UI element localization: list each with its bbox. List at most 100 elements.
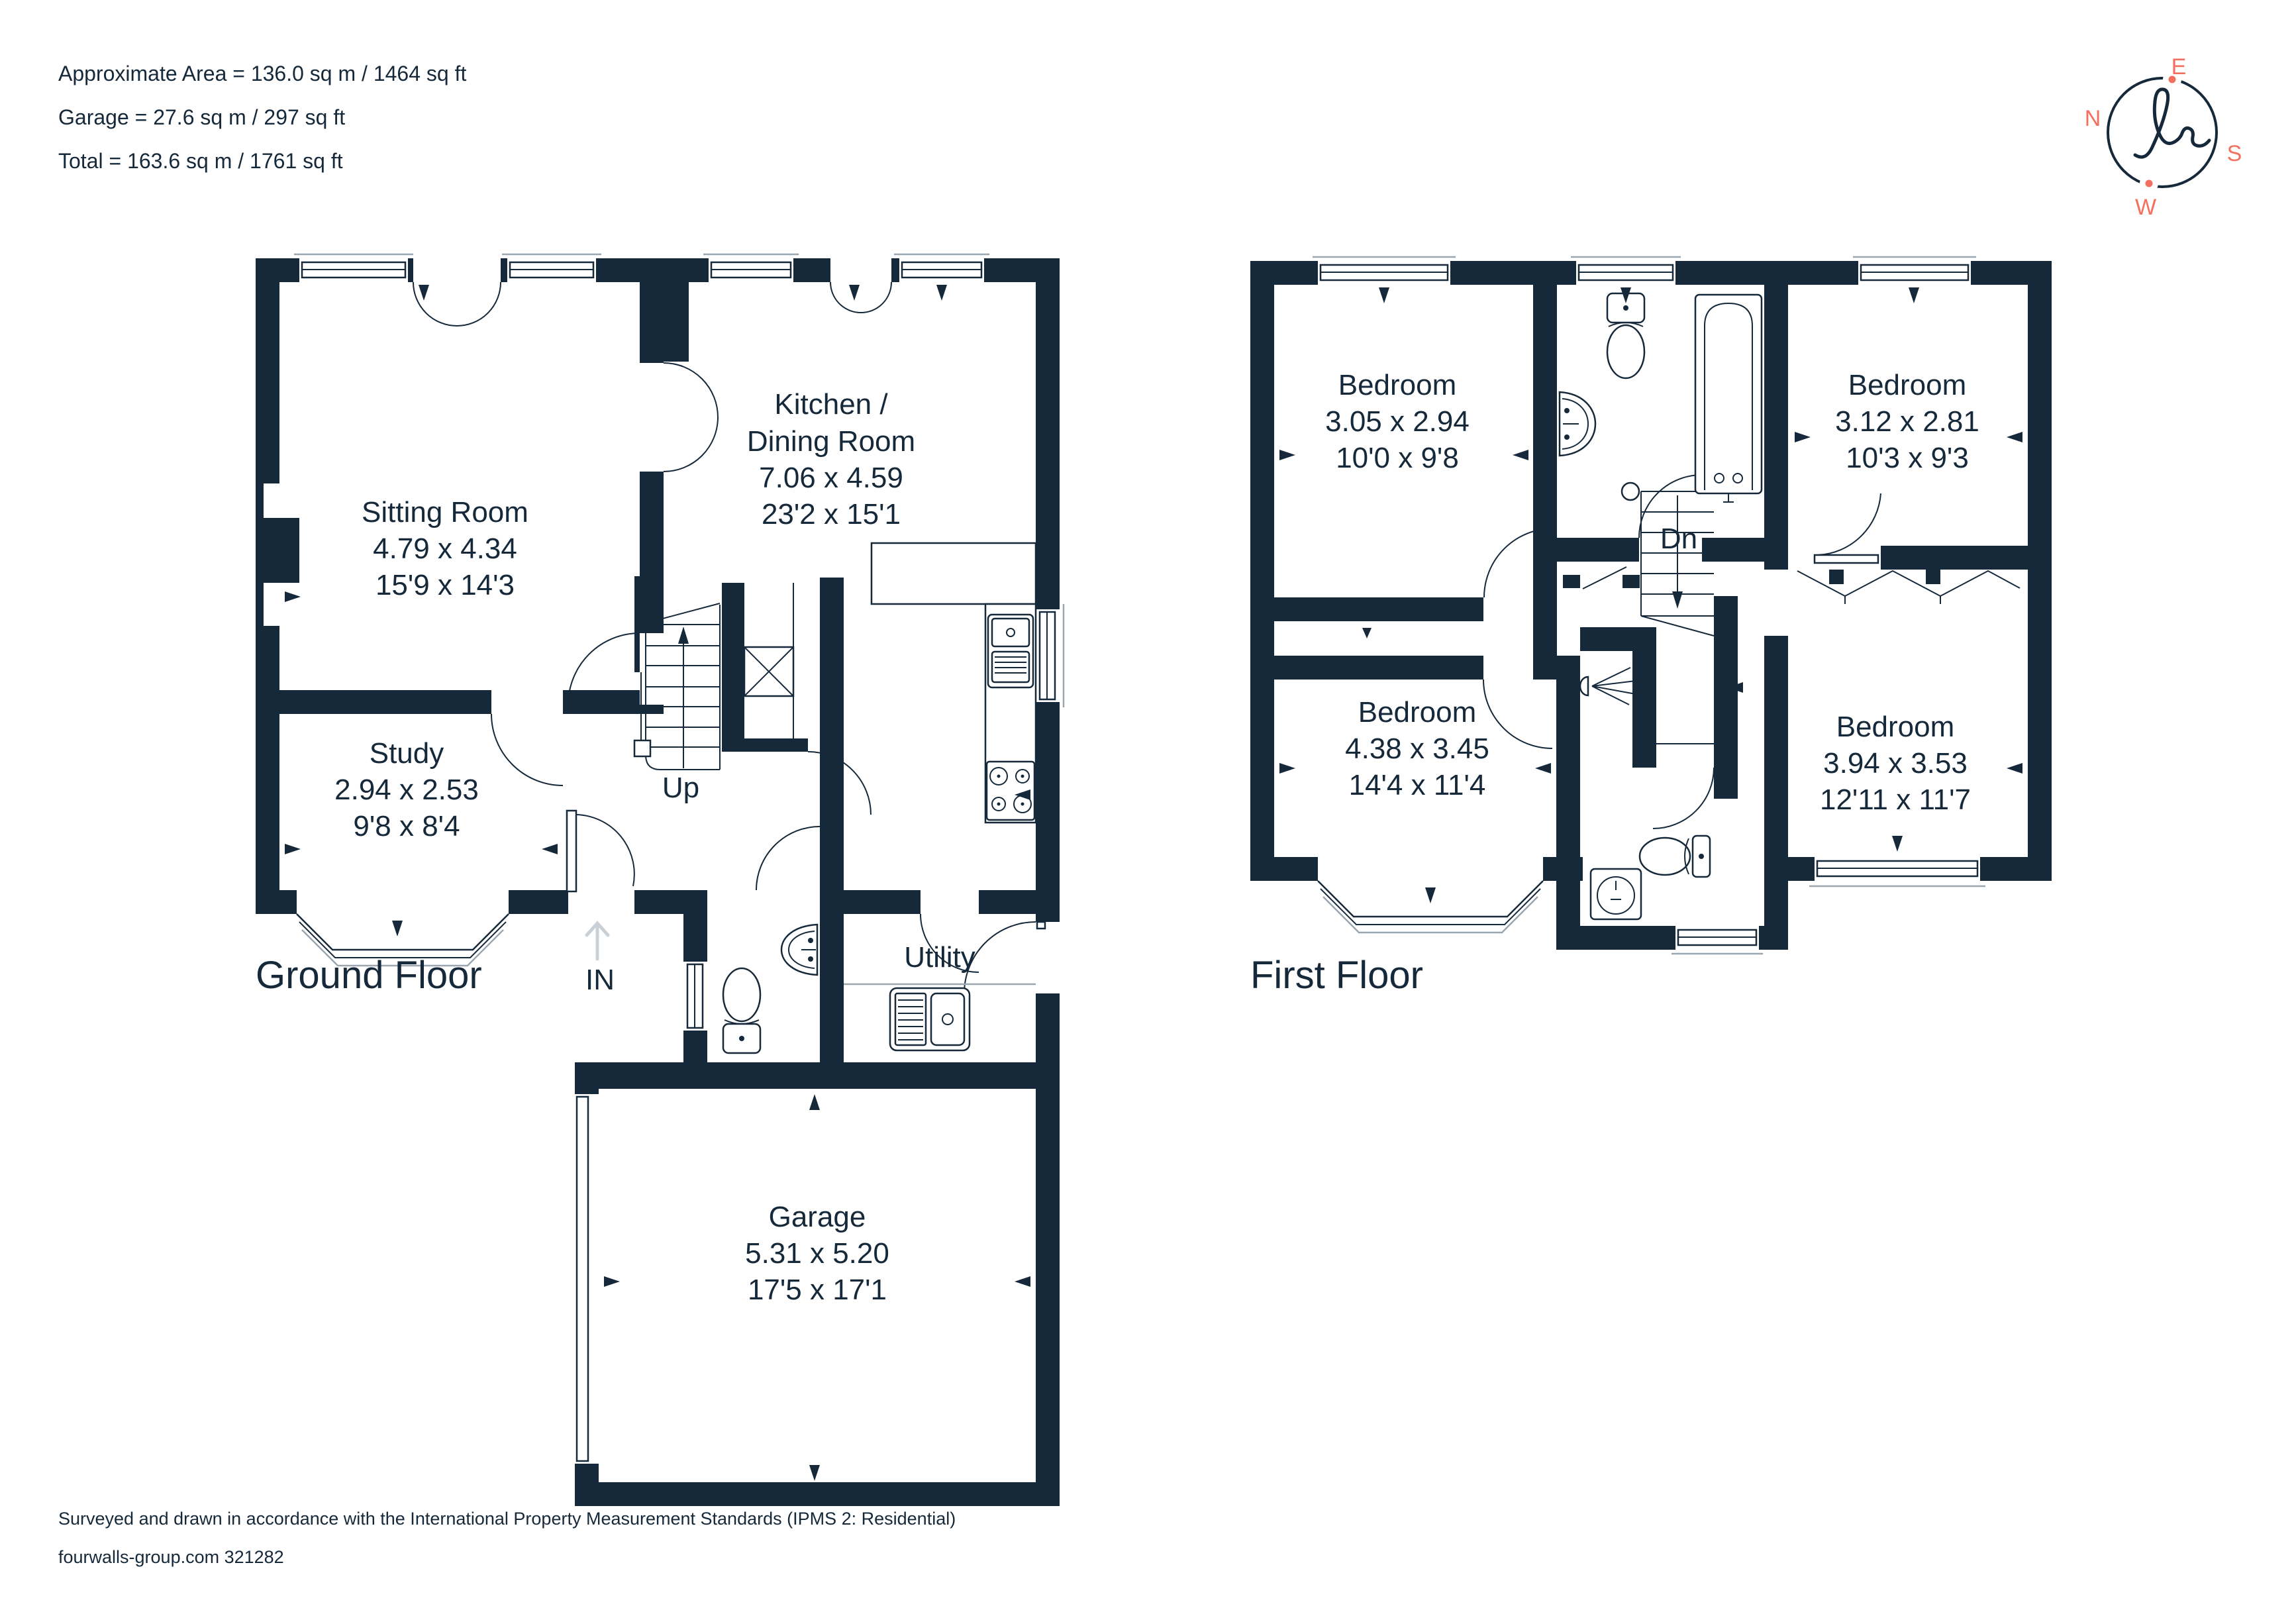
- bedroom-bl-name: Bedroom: [1358, 696, 1477, 729]
- newel-post: [633, 739, 652, 758]
- compass-south-label: S: [2227, 141, 2242, 166]
- bedroom-br-door-arc: [1817, 493, 1881, 556]
- sitting-room: Sitting Room 4.79 x 4.34 15'9 x 14'3: [362, 496, 528, 601]
- french-doors-sitting: [413, 258, 501, 327]
- stair-direction-arrow: [678, 627, 689, 644]
- stairs-up: [633, 583, 795, 770]
- bathroom-fixtures: [1558, 292, 1763, 503]
- bedroom-br-name: Bedroom: [1836, 711, 1955, 743]
- landing-door-leaf: [1582, 566, 1627, 589]
- wardrobe-icon: [1797, 570, 2021, 604]
- sitting-door-arc: [568, 632, 640, 705]
- first-floor-labels: Bedroom 3.05 x 2.94 10'0 x 9'8 Bedroom 3…: [1250, 369, 1979, 997]
- study-size-imperial: 9'8 x 8'4: [353, 810, 460, 842]
- compass-dot-top: [2168, 76, 2176, 83]
- garage-room: Garage 5.31 x 5.20 17'5 x 17'1: [745, 1201, 889, 1306]
- compass-dot-bottom: [2145, 179, 2153, 187]
- toilet-icon: [1606, 292, 1646, 379]
- sitting-kitchen-double-door-opening: [640, 363, 664, 472]
- bedroom-tl-size-imperial: 10'0 x 9'8: [1336, 442, 1459, 474]
- chimney-breast: [264, 518, 299, 583]
- stairs-up-label: Up: [662, 772, 699, 804]
- stairs-down-label: Dn: [1660, 523, 1697, 555]
- newel-circle: [1621, 481, 1640, 501]
- sink-icon: [1558, 391, 1597, 457]
- window-kitchen-2: [894, 253, 989, 282]
- window-ensuite: [1672, 926, 1763, 955]
- window-bedroom-top-right: [1853, 256, 1976, 285]
- sitting-room-size-imperial: 15'9 x 14'3: [375, 569, 515, 601]
- entrance-arrow-icon: [585, 921, 610, 961]
- compass-circle: [2107, 77, 2218, 188]
- double-door-arc-1: [663, 362, 719, 418]
- bedroom-br-size-metric: 3.94 x 3.53: [1823, 747, 1968, 780]
- study-name: Study: [370, 737, 444, 770]
- window-kitchen-1: [703, 253, 799, 282]
- compass: E N S W: [2085, 54, 2242, 220]
- entrance-door: [566, 809, 635, 893]
- garage-size-imperial: 17'5 x 17'1: [748, 1274, 887, 1306]
- header: Approximate Area = 136.0 sq m / 1464 sq …: [58, 62, 466, 173]
- window-sitting-2: [502, 253, 601, 282]
- compass-north-label: N: [2085, 106, 2101, 131]
- garage-size-metric: 5.31 x 5.20: [745, 1237, 889, 1270]
- bath-icon: [1694, 293, 1763, 503]
- approximate-area-text: Approximate Area = 136.0 sq m / 1464 sq …: [58, 62, 466, 85]
- window-kitchen-side: [1036, 604, 1065, 707]
- utility-sink-icon: [889, 987, 971, 1052]
- bay-window-bedroom: [1317, 880, 1544, 934]
- stair-break-line: [647, 603, 721, 623]
- compass-west-label: W: [2135, 195, 2156, 220]
- bedroom-bl-size-metric: 4.38 x 3.45: [1345, 732, 1489, 765]
- ground-floor-title: Ground Floor: [256, 954, 482, 997]
- kitchen-name-line1: Kitchen /: [774, 388, 888, 421]
- utility-external-door: [964, 921, 1060, 994]
- wc-fixtures: [722, 923, 819, 1054]
- ground-floor-labels: Sitting Room 4.79 x 4.34 15'9 x 14'3 Kit…: [256, 388, 975, 1306]
- kitchen-fixtures: [870, 542, 1037, 824]
- sitting-door-opening: [640, 633, 664, 705]
- total-area-text: Total = 163.6 sq m / 1761 sq ft: [58, 149, 343, 173]
- kitchen-size-imperial: 23'2 x 15'1: [762, 498, 901, 530]
- window-sitting-1: [294, 253, 413, 282]
- ensuite-fixtures: [1579, 667, 1711, 921]
- first-floor-title: First Floor: [1250, 954, 1423, 997]
- garage-area-text: Garage = 27.6 sq m / 297 sq ft: [58, 105, 345, 129]
- first-floor-plan: Bedroom 3.05 x 2.94 10'0 x 9'8 Bedroom 3…: [1250, 256, 2052, 997]
- first-floor-walls: [1250, 261, 2052, 950]
- first-floor-dimension-arrows: [1279, 287, 2022, 903]
- kitchen-name-line2: Dining Room: [747, 425, 915, 458]
- kitchen-size-metric: 7.06 x 4.59: [759, 462, 903, 494]
- bedroom-bl-door-arc: [1483, 679, 1553, 749]
- bedroom-tl-size-metric: 3.05 x 2.94: [1325, 405, 1470, 438]
- sink-icon: [780, 923, 819, 976]
- double-door-arc-2: [663, 417, 719, 472]
- bedroom-tl-name: Bedroom: [1338, 369, 1457, 401]
- bedroom-tl-door-arc: [1483, 528, 1554, 598]
- window-bathroom: [1571, 256, 1681, 285]
- kitchen-sink-icon: [987, 613, 1034, 689]
- fourwalls-logo-icon: [2133, 87, 2211, 159]
- toilet-icon: [1638, 834, 1711, 878]
- garage-name: Garage: [769, 1201, 866, 1233]
- french-doors-kitchen: [830, 258, 892, 313]
- standards-note: Surveyed and drawn in accordance with th…: [58, 1509, 956, 1529]
- ground-floor-walls: [256, 258, 1060, 1506]
- study-room: Study 2.94 x 2.53 9'8 x 8'4: [334, 737, 479, 842]
- kitchen-counter-top: [870, 542, 1037, 605]
- bedroom-tr-size-metric: 3.12 x 2.81: [1835, 405, 1979, 438]
- sitting-room-name: Sitting Room: [362, 496, 528, 529]
- bedroom-bottom-left: Bedroom 4.38 x 3.45 14'4 x 11'4: [1345, 696, 1489, 801]
- ensuite-door-arc: [1652, 767, 1715, 829]
- ground-floor-dimension-arrows: [262, 285, 1030, 1481]
- first-floor-doors: [1483, 474, 1881, 829]
- study-door-arc: [491, 713, 564, 786]
- utility-fixtures: [844, 983, 1036, 1052]
- window-bedroom-top-left: [1313, 256, 1456, 285]
- bedroom-top-right: Bedroom 3.12 x 2.81 10'3 x 9'3: [1835, 369, 1979, 474]
- bedroom-br-size-imperial: 12'11 x 11'7: [1820, 783, 1971, 816]
- footer: Surveyed and drawn in accordance with th…: [58, 1509, 956, 1567]
- toilet-icon: [722, 967, 762, 1054]
